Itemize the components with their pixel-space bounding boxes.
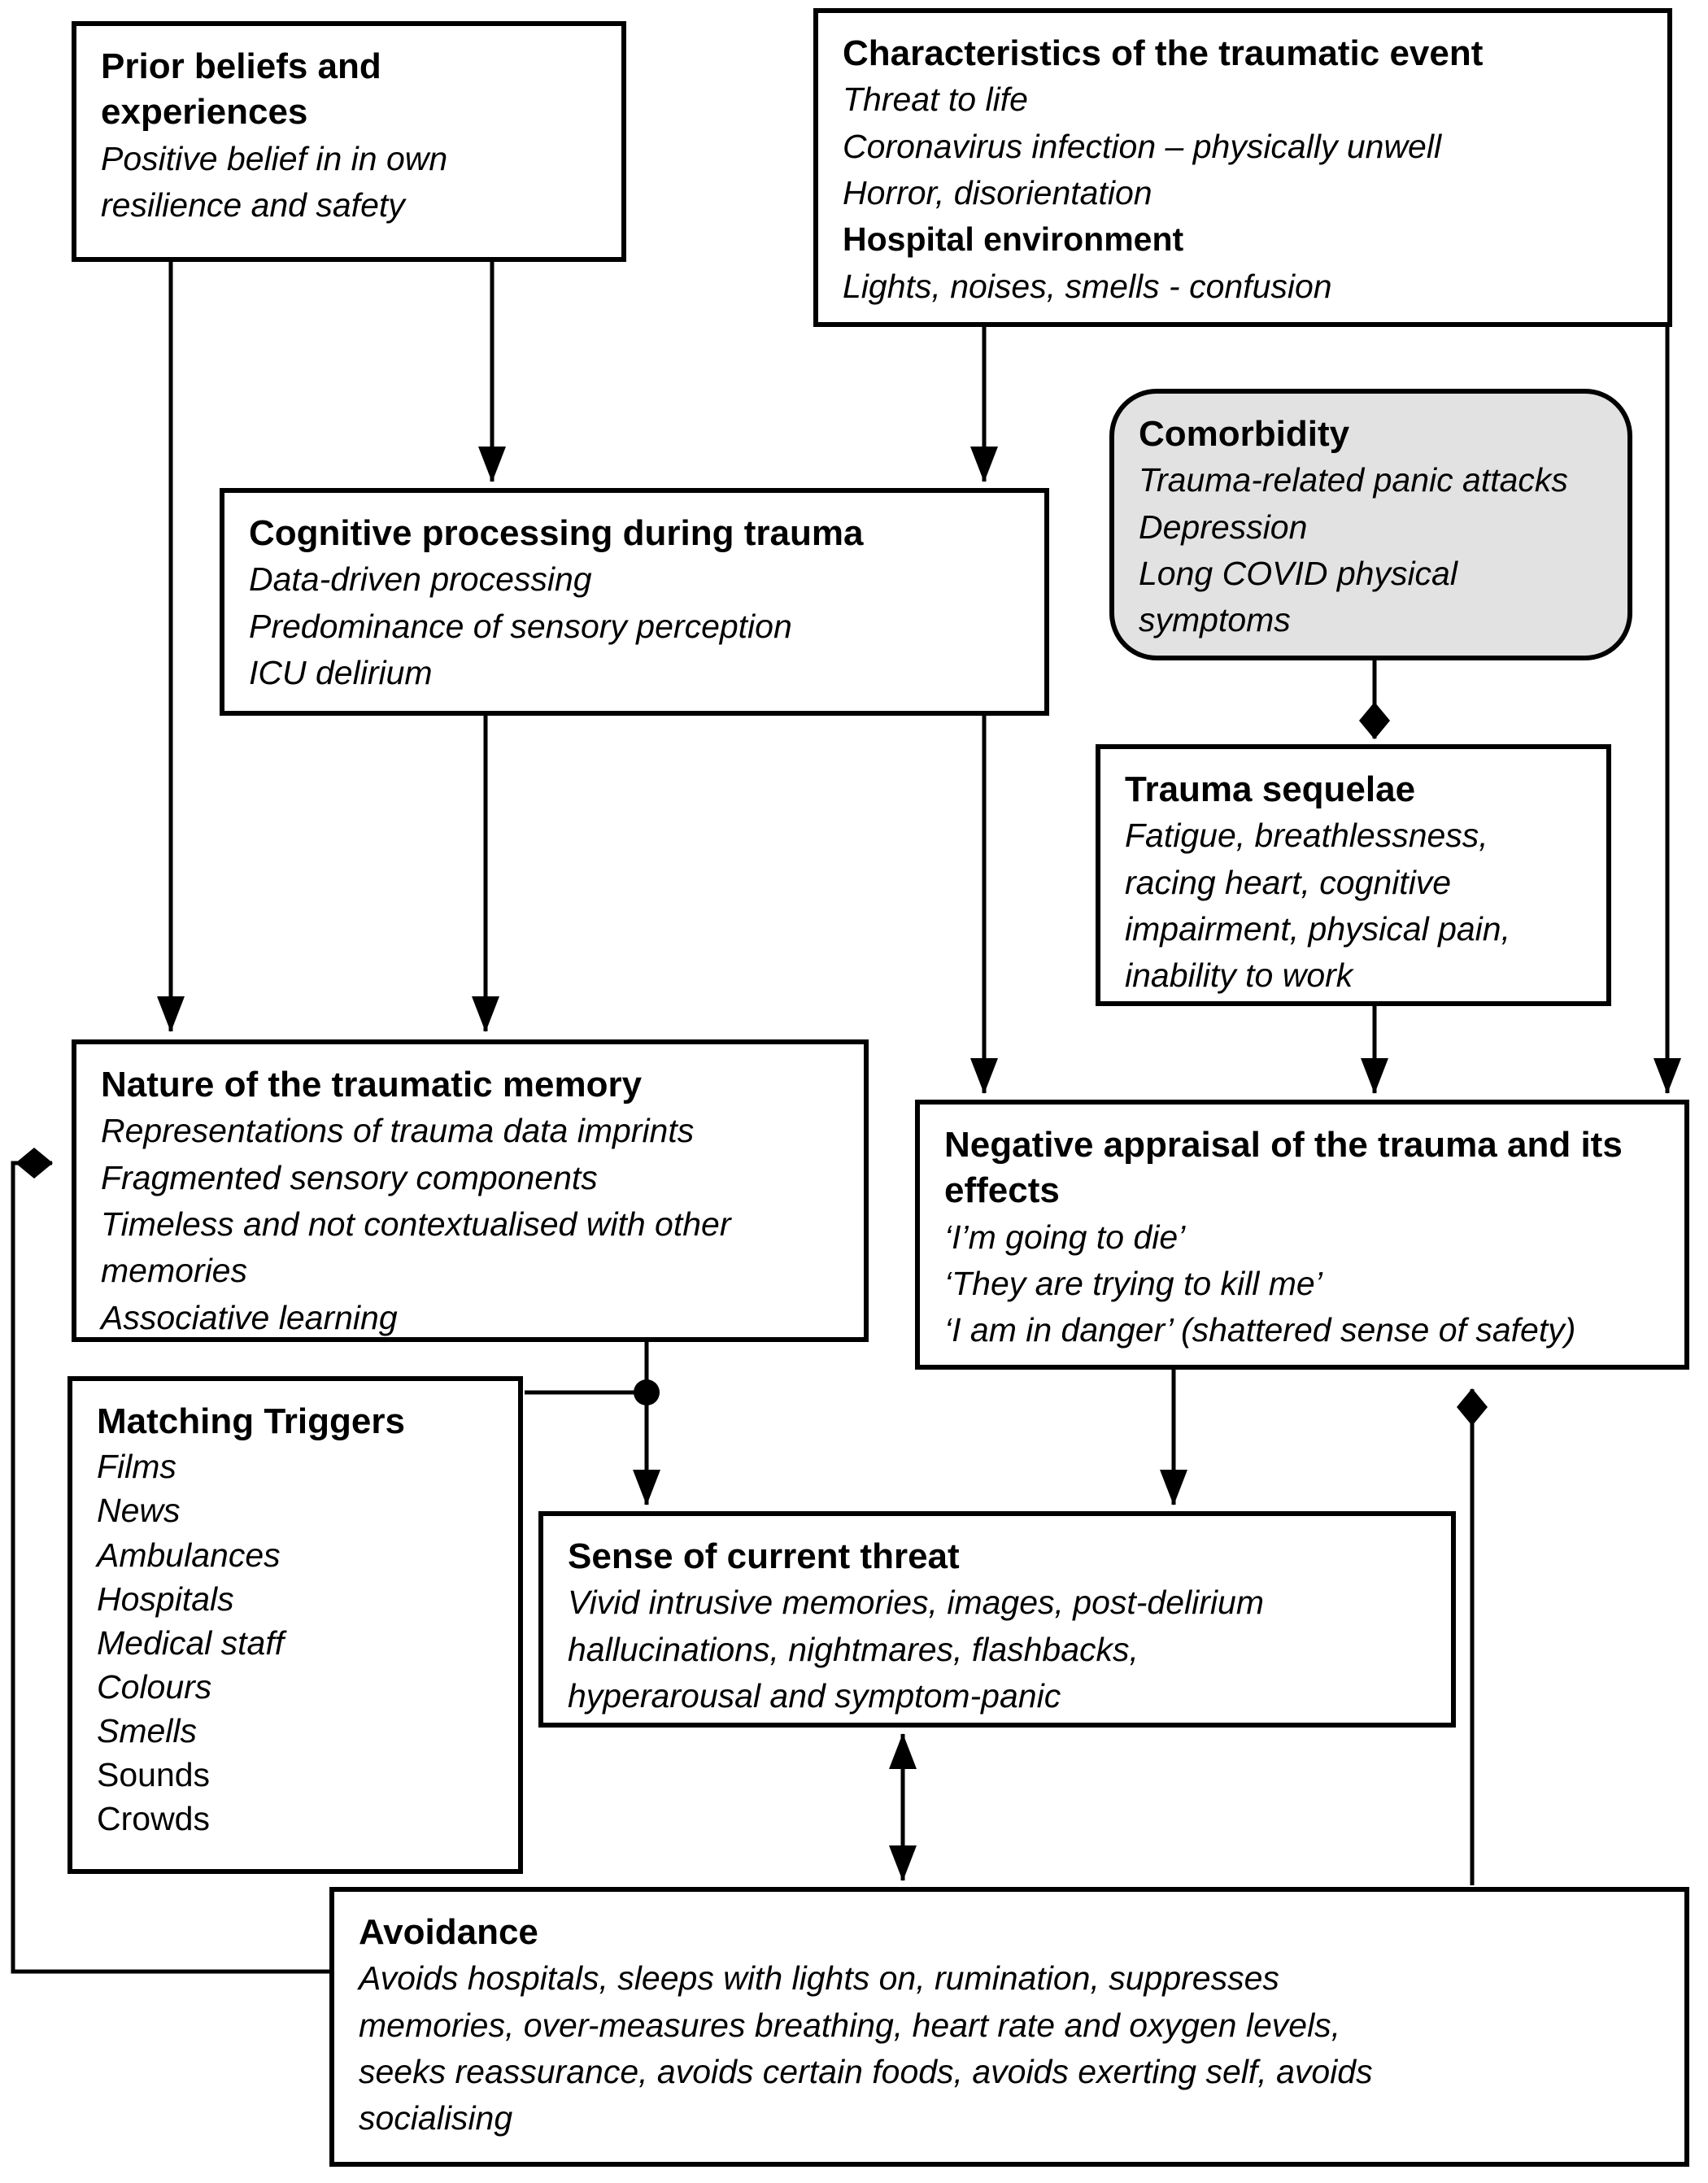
box-comorbidity-line: Trauma-related panic attacks: [1139, 461, 1568, 499]
box-nature-of-memory-line: Timeless and not contextualised with oth…: [101, 1205, 731, 1244]
box-negative-appraisal-title: Negative appraisal of the trauma and its…: [944, 1125, 1623, 1211]
box-comorbidity-title: Comorbidity: [1139, 414, 1350, 454]
box-trauma-sequelae-line: inability to work: [1125, 956, 1353, 995]
box-nature-of-memory: Nature of the traumatic memory Represent…: [72, 1039, 869, 1342]
box-prior-beliefs-title: Prior beliefs and experiences: [101, 46, 381, 133]
box-matching-triggers-item: Crowds: [97, 1800, 210, 1838]
edge-avoidance-to-memory-feedback: [11, 1148, 329, 1974]
box-prior-beliefs-line: resilience and safety: [101, 186, 405, 224]
box-negative-appraisal-line: ‘I am in danger’ (shattered sense of saf…: [944, 1311, 1576, 1349]
box-matching-triggers-item: Smells: [97, 1711, 198, 1749]
box-matching-triggers: Matching Triggers Films News Ambulances …: [68, 1376, 523, 1874]
box-avoidance-line: socialising: [359, 2099, 513, 2137]
box-negative-appraisal-line: ‘I’m going to die’: [944, 1218, 1186, 1256]
box-matching-triggers-item: Films: [97, 1448, 176, 1486]
box-prior-beliefs-line: Positive belief in in own: [101, 139, 448, 177]
box-sense-of-current-threat-line: hallucinations, nightmares, flashbacks,: [568, 1630, 1139, 1668]
box-comorbidity-line: Depression: [1139, 508, 1308, 546]
box-characteristics: Characteristics of the traumatic event T…: [813, 8, 1672, 327]
box-comorbidity-line: symptoms: [1139, 601, 1291, 639]
box-nature-of-memory-line: Associative learning: [101, 1298, 398, 1336]
box-matching-triggers-item: News: [97, 1492, 181, 1530]
box-negative-appraisal-line: ‘They are trying to kill me’: [944, 1265, 1322, 1303]
box-avoidance-line: seeks reassurance, avoids certain foods,…: [359, 2053, 1373, 2091]
box-sense-of-current-threat: Sense of current threat Vivid intrusive …: [538, 1511, 1456, 1728]
box-cognitive-processing-line: Data-driven processing: [249, 560, 592, 599]
box-matching-triggers-item: Hospitals: [97, 1580, 234, 1618]
box-cognitive-processing-line: ICU delirium: [249, 654, 433, 692]
box-trauma-sequelae-line: racing heart, cognitive: [1125, 863, 1452, 901]
box-matching-triggers-item: Colours: [97, 1667, 212, 1706]
box-cognitive-processing-title: Cognitive processing during trauma: [249, 513, 864, 553]
box-negative-appraisal: Negative appraisal of the trauma and its…: [915, 1100, 1689, 1370]
box-comorbidity-line: Long COVID physical: [1139, 555, 1457, 593]
box-characteristics-title: Characteristics of the traumatic event: [843, 33, 1484, 73]
box-avoidance-title: Avoidance: [359, 1912, 538, 1952]
box-matching-triggers-item: Medical staff: [97, 1623, 285, 1662]
box-avoidance-line: Avoids hospitals, sleeps with lights on,…: [359, 1959, 1279, 1998]
box-sense-of-current-threat-line: hyperarousal and symptom-panic: [568, 1677, 1061, 1715]
box-matching-triggers-item: Sounds: [97, 1756, 211, 1794]
box-nature-of-memory-line: memories: [101, 1252, 247, 1290]
box-nature-of-memory-line: Fragmented sensory components: [101, 1158, 598, 1196]
box-cognitive-processing: Cognitive processing during trauma Data-…: [220, 488, 1049, 716]
box-trauma-sequelae-line: impairment, physical pain,: [1125, 910, 1510, 948]
box-characteristics-line: Coronavirus infection – physically unwel…: [843, 127, 1442, 165]
box-characteristics-line: Horror, disorientation: [843, 174, 1152, 212]
box-avoidance: Avoidance Avoids hospitals, sleeps with …: [329, 1887, 1689, 2167]
box-cognitive-processing-line: Predominance of sensory perception: [249, 607, 792, 645]
box-comorbidity: Comorbidity Trauma-related panic attacks…: [1109, 389, 1632, 660]
box-matching-triggers-item: Ambulances: [97, 1536, 281, 1574]
box-characteristics-line: Threat to life: [843, 81, 1028, 119]
box-prior-beliefs: Prior beliefs and experiences Positive b…: [72, 21, 626, 262]
box-trauma-sequelae: Trauma sequelae Fatigue, breathlessness,…: [1096, 744, 1611, 1006]
box-nature-of-memory-title: Nature of the traumatic memory: [101, 1065, 643, 1105]
box-characteristics-line: Lights, noises, smells - confusion: [843, 267, 1332, 305]
box-characteristics-line-bold: Hospital environment: [843, 220, 1184, 259]
box-nature-of-memory-line: Representations of trauma data imprints: [101, 1112, 695, 1150]
box-sense-of-current-threat-line: Vivid intrusive memories, images, post-d…: [568, 1584, 1264, 1622]
box-trauma-sequelae-title: Trauma sequelae: [1125, 769, 1416, 809]
box-matching-triggers-title: Matching Triggers: [97, 1401, 405, 1441]
box-avoidance-line: memories, over-measures breathing, heart…: [359, 2006, 1341, 2044]
box-sense-of-current-threat-title: Sense of current threat: [568, 1536, 960, 1576]
junction-dot: [634, 1379, 660, 1405]
box-trauma-sequelae-line: Fatigue, breathlessness,: [1125, 817, 1488, 855]
